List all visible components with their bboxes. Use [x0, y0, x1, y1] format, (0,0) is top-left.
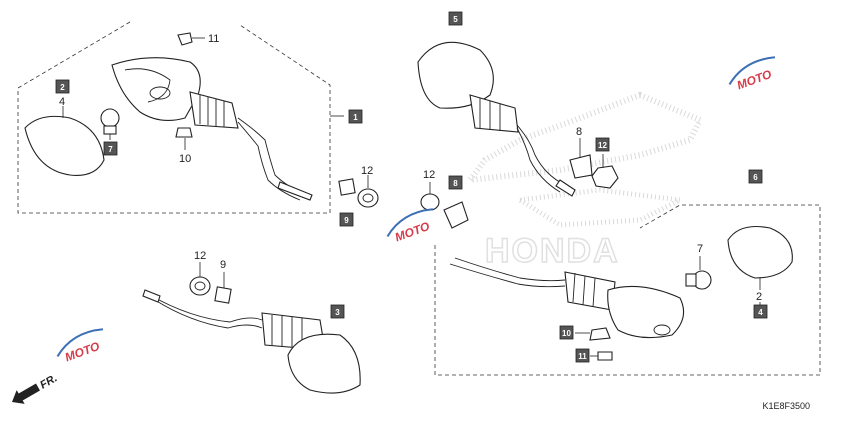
boxed-ref-5: 5 [448, 11, 463, 26]
screw-part-11-right [597, 351, 613, 361]
front-direction-arrow: FR. [12, 372, 59, 404]
boxed-ref-4: 4 [753, 304, 768, 319]
label-part-11-top: 11 [208, 33, 219, 45]
boxed-ref-11: 11 [575, 348, 590, 363]
boxed-ref-6: 6 [748, 169, 763, 184]
boxed-ref-2: 2 [55, 79, 70, 94]
label-part-10-top: 10 [179, 153, 191, 165]
front-right-turn-signal [417, 41, 576, 197]
boxed-ref-12: 12 [595, 137, 610, 152]
moto-logo-top-right: MOTO [728, 56, 776, 92]
svg-text:12: 12 [598, 141, 607, 150]
washer-part-9 [338, 178, 356, 196]
svg-text:6: 6 [753, 173, 758, 182]
rear-right-turn-signal [449, 257, 685, 339]
svg-text:2: 2 [60, 83, 65, 92]
svg-text:FR.: FR. [38, 372, 59, 391]
bulb-part-7-right [685, 270, 712, 290]
boxed-ref-7: 7 [103, 141, 118, 156]
boxed-ref-3: 3 [330, 304, 345, 319]
svg-text:1: 1 [353, 113, 358, 122]
label-part-12-center: 12 [423, 169, 435, 181]
label-part-2: 2 [756, 291, 762, 303]
boxed-ref-9: 9 [339, 212, 354, 227]
svg-text:9: 9 [344, 216, 349, 225]
moto-logo-bottom-left: MOTO [56, 328, 104, 364]
honda-watermark-text: HONDA [485, 232, 620, 270]
nut-part-12-low [189, 276, 211, 296]
washer-part-9-low [214, 286, 232, 304]
label-part-7-right: 7 [697, 243, 703, 255]
label-part-4: 4 [59, 96, 65, 108]
svg-text:10: 10 [562, 329, 571, 338]
nut-part-10-top [175, 127, 193, 150]
lens-part-2 [727, 225, 793, 279]
leader-lines [62, 106, 761, 357]
lens-part-4 [24, 115, 105, 176]
svg-text:7: 7 [108, 145, 113, 154]
label-part-9-low: 9 [220, 259, 226, 271]
nut-part-12-right [591, 165, 619, 189]
boxed-ref-1: 1 [348, 109, 363, 124]
label-part-12-low: 12 [194, 250, 206, 262]
nut-part-12-center [420, 193, 440, 211]
honda-wing-watermark: HONDA [463, 91, 705, 271]
label-part-8-top: 8 [576, 126, 582, 138]
boxed-ref-10: 10 [559, 325, 574, 340]
label-part-12-mid: 12 [361, 165, 373, 177]
front-left-turn-signal [111, 57, 313, 201]
clip-part-8-top [569, 154, 593, 179]
bulb-part-7 [100, 108, 120, 135]
svg-text:5: 5 [453, 15, 458, 24]
boxed-ref-8: 8 [448, 175, 463, 190]
svg-text:11: 11 [578, 352, 587, 361]
moto-logo-center: MOTO [386, 208, 434, 244]
group-outline-left [17, 21, 331, 214]
rear-left-turn-signal [142, 289, 361, 394]
nut-part-12-mid [357, 188, 379, 208]
clip-part-8-center [443, 201, 469, 229]
svg-text:8: 8 [453, 179, 458, 188]
svg-text:4: 4 [758, 308, 763, 317]
nut-part-10-right [589, 327, 611, 341]
svg-text:3: 3 [335, 308, 340, 317]
group-outline-right [434, 204, 821, 376]
screw-part-11-top [177, 32, 205, 46]
diagram-code: K1E8F3500 [762, 401, 810, 411]
